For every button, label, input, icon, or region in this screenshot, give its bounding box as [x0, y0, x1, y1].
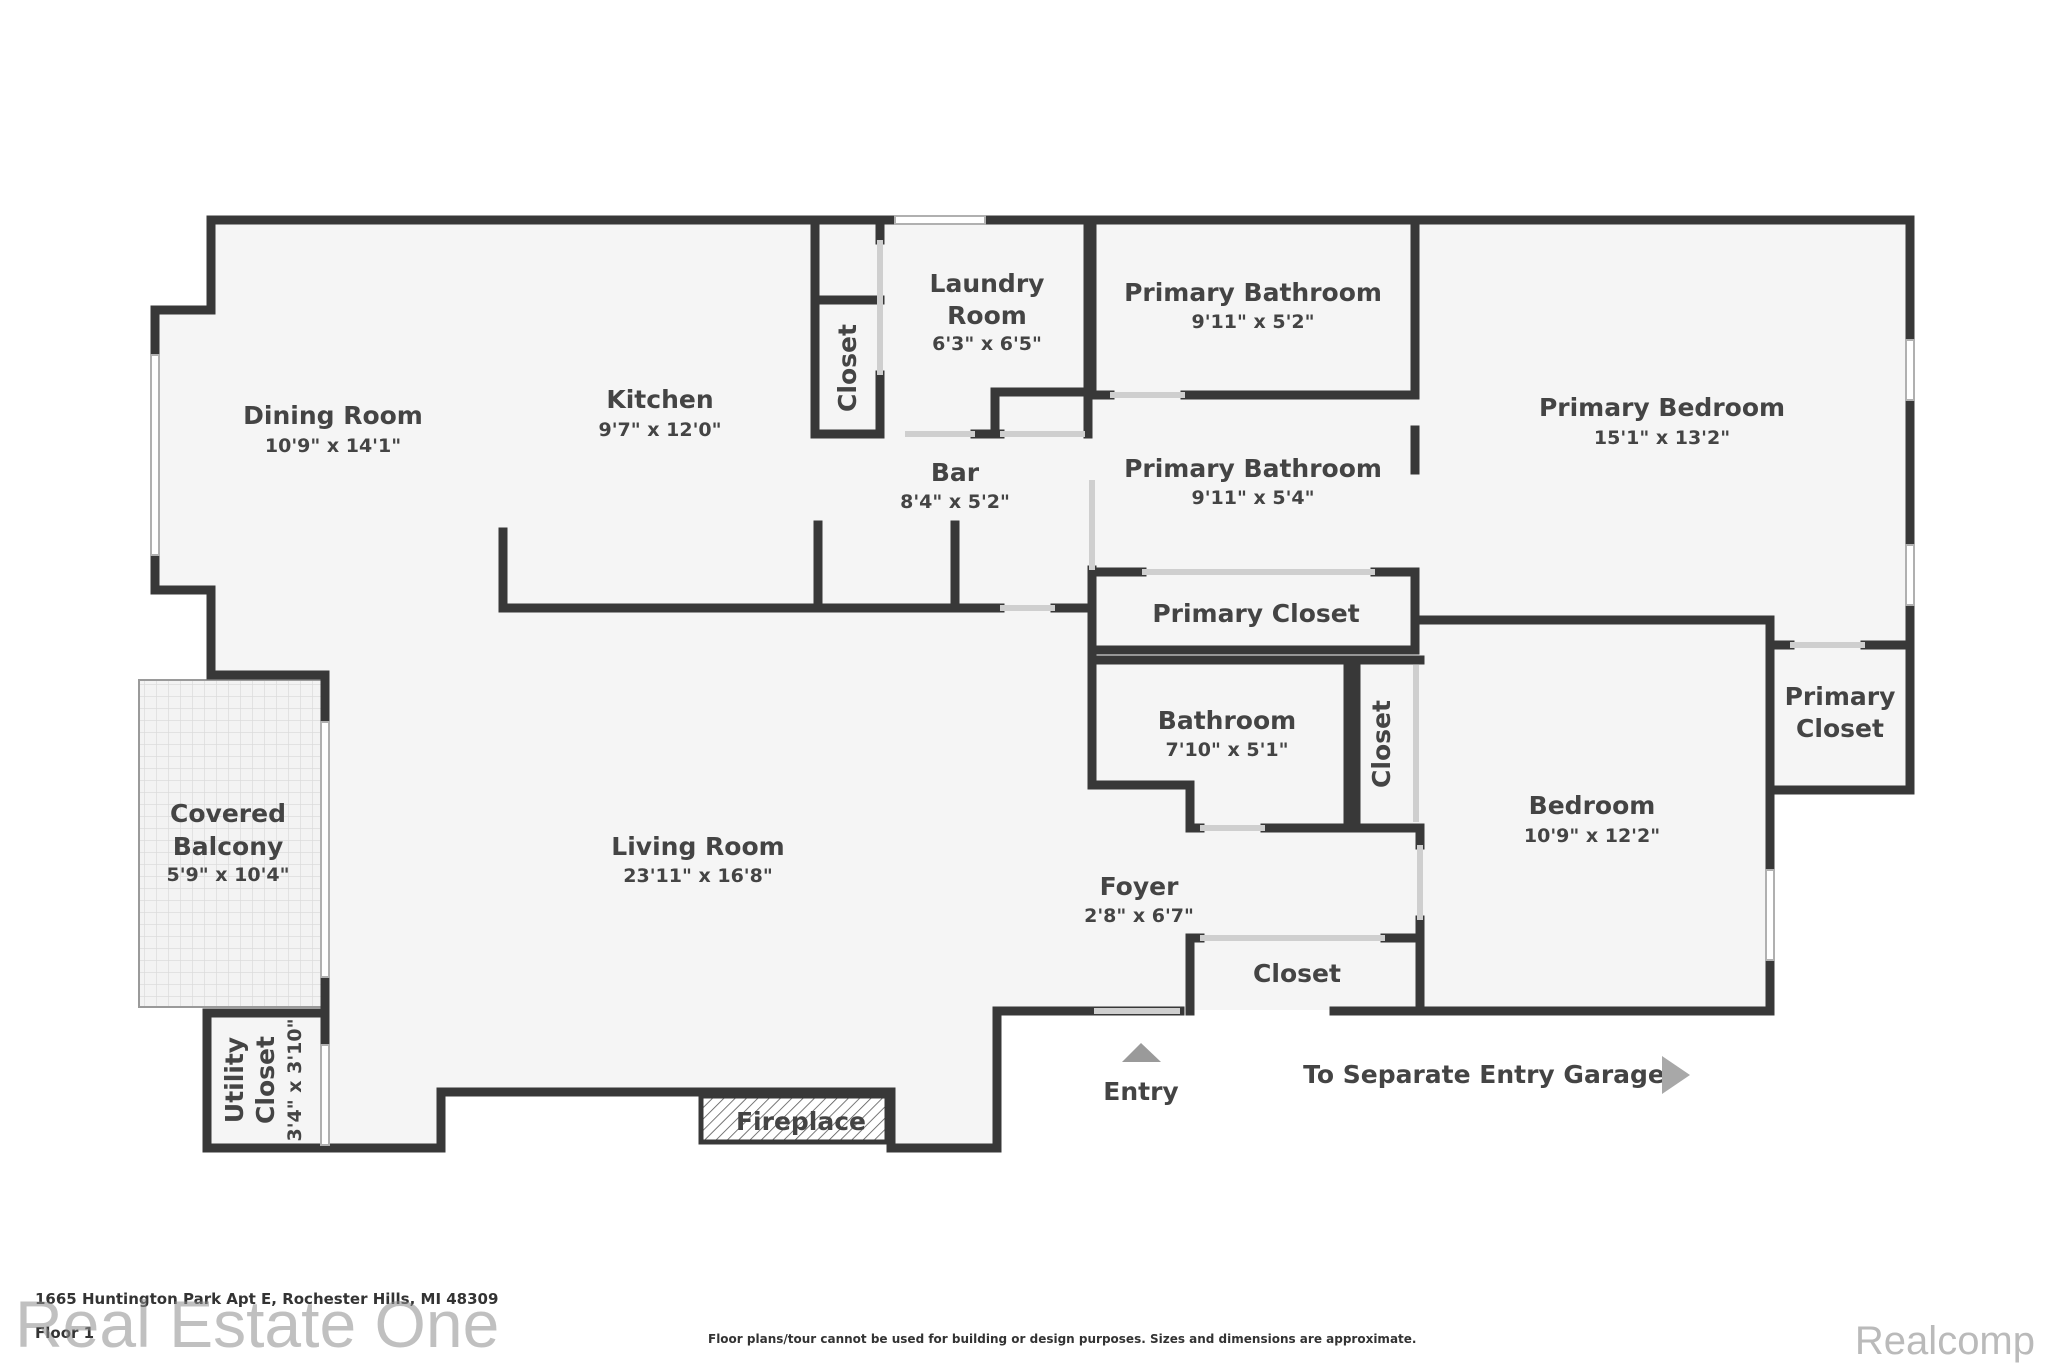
footer-floor: Floor 1: [35, 1324, 94, 1342]
bedroom-dim: 10'9" x 12'2": [1524, 825, 1660, 847]
bar-dim: 8'4" x 5'2": [900, 491, 1010, 513]
bathroom-dim: 7'10" x 5'1": [1165, 739, 1288, 761]
brand-watermark-left: Real Estate One: [15, 1287, 499, 1361]
footer-address: 1665 Huntington Park Apt E, Rochester Hi…: [35, 1290, 498, 1308]
bedroom-name: Bedroom: [1529, 791, 1656, 820]
garage-arrow-icon: [1662, 1056, 1690, 1094]
foyer-name: Foyer: [1100, 872, 1179, 901]
balcony-dim: 5'9" x 10'4": [166, 864, 289, 886]
openings: [877, 240, 1865, 1014]
entry-label: Entry: [1103, 1077, 1178, 1106]
garage-label: To Separate Entry Garage: [1303, 1060, 1665, 1089]
laundry-dim: 6'3" x 6'5": [932, 333, 1042, 355]
primary-closet-1-name: Primary Closet: [1152, 599, 1359, 628]
walls: [150, 215, 1915, 1153]
primary-bedroom-name: Primary Bedroom: [1539, 393, 1785, 422]
floor-area: [155, 220, 1910, 1148]
utility-name-line1: Utility: [220, 1037, 249, 1123]
utility-name-line2: Closet: [251, 1036, 280, 1124]
footer-disclaimer: Floor plans/tour cannot be used for buil…: [708, 1332, 1416, 1346]
windows: [150, 215, 1915, 1146]
entry-arrow-icon: [1122, 1043, 1161, 1062]
laundry-name-line2: Room: [947, 301, 1027, 330]
living-room-dim: 23'11" x 16'8": [623, 865, 772, 887]
bar-name: Bar: [931, 458, 980, 487]
dining-room-dim: 10'9" x 14'1": [265, 435, 401, 457]
primary-bathroom-1-dim: 9'11" x 5'2": [1191, 311, 1314, 333]
kitchen-name: Kitchen: [606, 385, 713, 414]
room-labels: Dining Room 10'9" x 14'1" Kitchen 9'7" x…: [166, 269, 1895, 1142]
foyer-dim: 2'8" x 6'7": [1084, 905, 1194, 927]
primary-bedroom-dim: 15'1" x 13'2": [1594, 427, 1730, 449]
fireplace-name: Fireplace: [736, 1107, 866, 1136]
balcony-name-line1: Covered: [170, 799, 286, 828]
primary-bathroom-2-name: Primary Bathroom: [1124, 454, 1382, 483]
kitchen-closet-name: Closet: [833, 324, 862, 412]
bath-closet-name: Closet: [1367, 700, 1396, 788]
laundry-name-line1: Laundry: [930, 269, 1045, 298]
brand-watermark-right: Realcomp: [1855, 1319, 2035, 1363]
foyer-closet-name: Closet: [1253, 959, 1341, 988]
utility-dim: 3'4" x 3'10": [284, 1018, 306, 1141]
living-room-name: Living Room: [611, 832, 784, 861]
balcony-name-line2: Balcony: [173, 832, 284, 861]
primary-closet-2-name-line1: Primary: [1785, 682, 1896, 711]
kitchen-dim: 9'7" x 12'0": [598, 419, 721, 441]
primary-closet-2-name-line2: Closet: [1796, 714, 1884, 743]
bathroom-name: Bathroom: [1158, 706, 1296, 735]
primary-bathroom-2-dim: 9'11" x 5'4": [1191, 487, 1314, 509]
dining-room-name: Dining Room: [243, 401, 423, 430]
primary-bathroom-1-name: Primary Bathroom: [1124, 278, 1382, 307]
